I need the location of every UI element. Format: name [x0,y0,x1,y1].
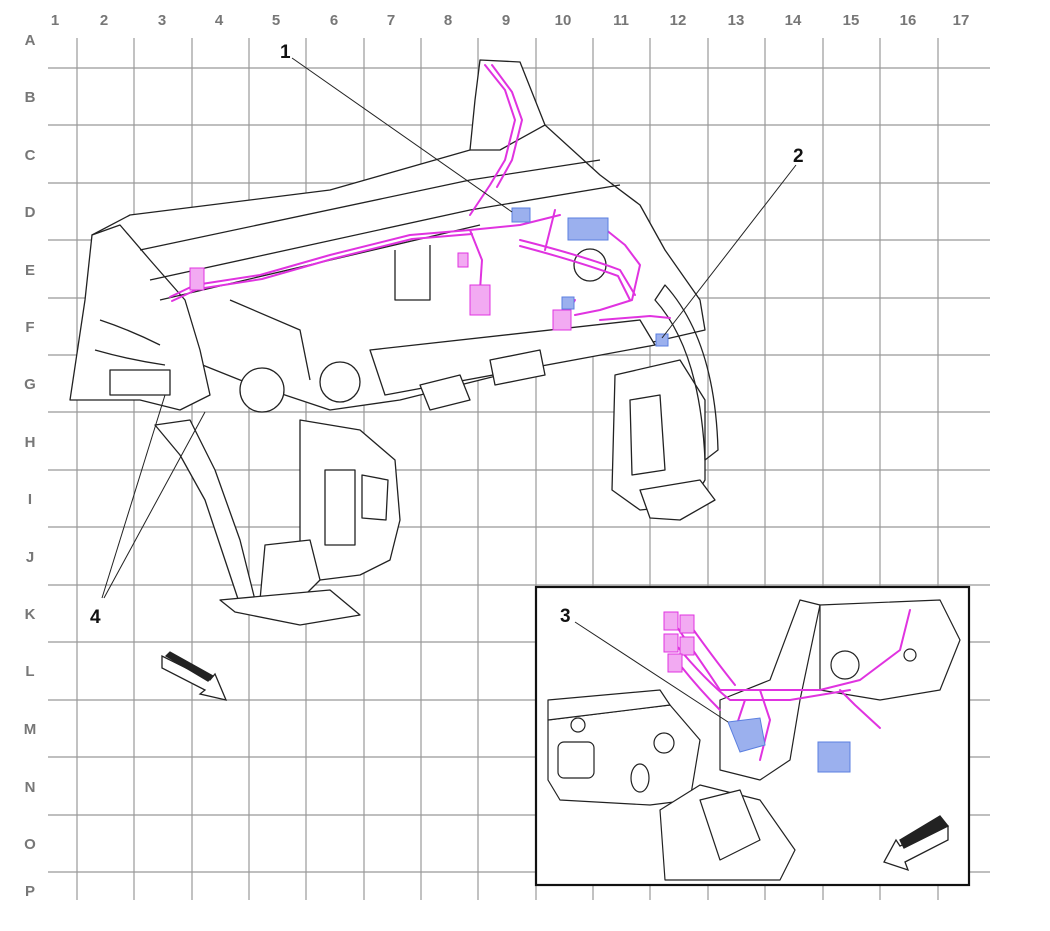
grid-row-label: O [24,836,36,853]
main-vehicle-structure [69,59,719,626]
grid-column-label: 12 [670,12,687,29]
grid-row-label: K [25,606,36,623]
module-blue-3 [561,296,575,310]
grid-column-label: 15 [843,12,860,29]
grid-row-label: G [24,376,36,393]
grid-row-label: P [25,883,35,900]
module-blue-4 [655,333,669,347]
connector-small [457,252,469,268]
callout-1: 1 [280,42,291,63]
inset-connector-5 [667,653,683,673]
inset-connector-2 [679,614,695,634]
grid-row-label: M [24,721,37,738]
inset-connector-3 [663,633,679,653]
grid-row-label: E [25,262,35,279]
connector-right [552,309,572,331]
detail-inset [534,585,971,887]
grid-column-label: 16 [900,12,917,29]
inset-connector-1 [663,611,679,631]
grid-column-label: 6 [330,12,338,29]
grid-row-label: B [25,89,36,106]
grid-row-labels: A B C D E F G H I J K L M N O P [24,32,37,900]
inset-module-right [817,741,851,773]
grid-column-label: 2 [100,12,108,29]
connector-center [469,284,491,316]
grid-column-label: 10 [555,12,572,29]
inset-module-center [727,717,766,753]
grid-column-label: 17 [953,12,970,29]
grid-column-label: 11 [613,12,629,29]
grid-column-label: 7 [387,12,395,29]
callout-3: 3 [560,606,571,627]
grid-row-label: L [25,663,34,680]
grid-column-label: 8 [444,12,452,29]
grid-column-label: 14 [785,12,802,29]
grid-row-label: N [25,779,36,796]
main-harness-connectors [189,207,669,347]
grid-column-label: 1 [51,12,59,29]
grid-row-label: A [25,32,36,49]
inset-connector-4 [679,636,695,656]
grid-column-label: 4 [215,12,224,29]
callout-4: 4 [90,607,101,628]
grid-column-label: 3 [158,12,166,29]
grid-row-label: F [25,319,34,336]
grid-row-label: C [25,147,36,164]
direction-arrow-icon [161,651,228,701]
grid-column-label: 9 [502,12,510,29]
grid-row-label: H [25,434,36,451]
grid-column-label: 5 [272,12,280,29]
module-blue-1 [511,207,531,223]
callout-leaders [101,57,797,723]
grid-row-label: D [25,204,36,221]
direction-arrow-icon [883,815,950,872]
grid-column-label: 13 [728,12,745,29]
grid-row-label: J [26,549,34,566]
connector-left [189,267,205,291]
callout-2: 2 [793,146,804,167]
grid-row-label: I [28,491,32,508]
module-blue-2 [567,217,609,241]
